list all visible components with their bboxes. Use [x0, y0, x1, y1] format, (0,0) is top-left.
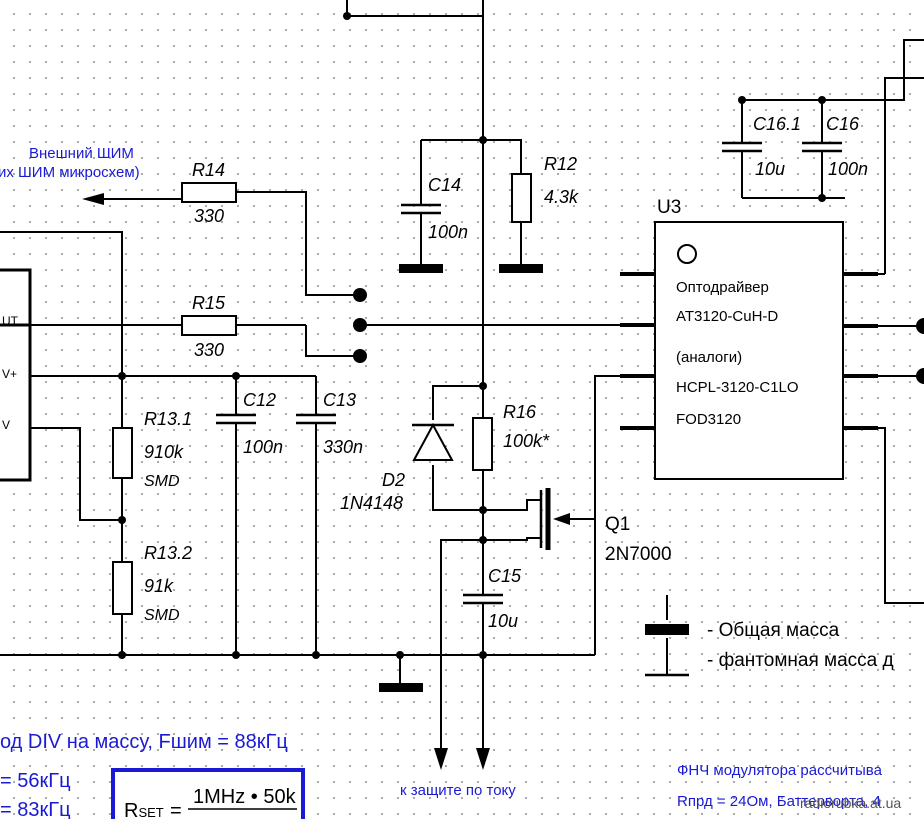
r12-body [511, 173, 532, 223]
pwm-note-line1: Внешний ШИМ [29, 145, 134, 162]
arrows [82, 193, 490, 770]
r15-value: 330 [194, 340, 224, 360]
legend-phantom-ground: - фантомная масса д [707, 650, 894, 671]
pwm-note-line2: их ШИМ микросхем) [0, 164, 140, 181]
r13-1-package: SMD [144, 473, 180, 490]
u3-line-3: (аналоги) [676, 349, 742, 366]
ground-icon [499, 264, 543, 273]
c12-ref: C12 [243, 390, 276, 410]
c16-1-value: 10u [755, 159, 785, 179]
r16-body [472, 417, 493, 471]
r13-1-value: 910k [144, 442, 184, 462]
r13-1-body [112, 427, 133, 479]
common-ground-icon [645, 624, 689, 635]
c16-ref: C16 [826, 114, 860, 134]
freq-note-2: = 83кГц [0, 799, 71, 819]
r14-ref: R14 [192, 160, 225, 180]
q1-ref: Q1 [605, 514, 630, 535]
mosfet-q1 [539, 488, 595, 550]
c15-ref: C15 [488, 566, 522, 586]
c14-value: 100n [428, 222, 468, 242]
r14-value: 330 [194, 206, 224, 226]
c15-value: 10u [488, 611, 518, 631]
c12-value: 100n [243, 437, 283, 457]
diode-d2 [412, 422, 454, 461]
rset-equals: = [170, 800, 182, 819]
u3-line-1: Оптодрайвер [676, 279, 769, 296]
r14-body [181, 182, 237, 203]
left-ic-body [0, 268, 32, 482]
r12-value: 4.3k [544, 187, 579, 207]
d2-value: 1N4148 [340, 493, 403, 513]
left-ic-pin2-label: V+ [2, 367, 17, 381]
junction-dots [118, 12, 924, 659]
lpf-note: ФНЧ модулятора рассчитыва [677, 762, 883, 779]
r13-2-package: SMD [144, 607, 180, 624]
d2-ref: D2 [382, 470, 405, 490]
u3-pin1-marker-icon [677, 244, 697, 264]
u3-line-2: AT3120-CuH-D [676, 308, 778, 325]
r16-ref: R16 [503, 402, 537, 422]
r13-1-ref: R13.1 [144, 409, 192, 429]
ground-symbols [379, 264, 689, 692]
c16-value: 100n [828, 159, 868, 179]
wires [0, 0, 924, 755]
r16-value: 100k* [503, 431, 550, 451]
r13-2-body [112, 561, 133, 615]
c13-ref: C13 [323, 390, 356, 410]
labels: R14 330 R15 330 R12 4.3k C14 100n R13.1 … [0, 114, 901, 819]
u3-optodriver-body [654, 221, 844, 480]
rset-numerator: 1MHz • 50k [193, 786, 297, 808]
legend-common-ground: - Общая масса [707, 620, 840, 641]
watermark: radiorubka.at.ua [800, 795, 901, 811]
div-note: од DIV на массу, Fшим = 88кГц [0, 731, 288, 753]
rset-lhs: RSET [124, 800, 164, 819]
c16-1-ref: C16.1 [753, 114, 801, 134]
ground-icon [399, 264, 443, 273]
c13-value: 330n [323, 437, 363, 457]
freq-note-1: = 56кГц [0, 770, 71, 792]
ground-icon [379, 683, 423, 692]
u3-line-5: FOD3120 [676, 411, 741, 428]
r12-ref: R12 [544, 154, 577, 174]
down-arrow-icon [434, 748, 448, 770]
c14-ref: C14 [428, 175, 461, 195]
left-ic-pin1-label: UT [2, 314, 19, 328]
capacitors [216, 141, 842, 605]
resistors [112, 173, 532, 615]
protection-note: к защите по току [400, 782, 516, 799]
rprd-note: Rпрд = 24Ом, Баттерворта, 4 [677, 793, 881, 810]
q1-value: 2N7000 [605, 544, 672, 565]
r13-2-value: 91k [144, 576, 174, 596]
u3-ref: U3 [657, 197, 681, 218]
r15-ref: R15 [192, 293, 226, 313]
rset-formula-box [111, 768, 305, 819]
left-ic-pin3-label: V [2, 418, 10, 432]
u3-line-4: HCPL-3120-C1LO [676, 379, 799, 396]
r13-2-ref: R13.2 [144, 543, 192, 563]
pwm-arrow-icon [82, 193, 104, 205]
down-arrow-icon [476, 748, 490, 770]
r15-body [181, 315, 237, 336]
